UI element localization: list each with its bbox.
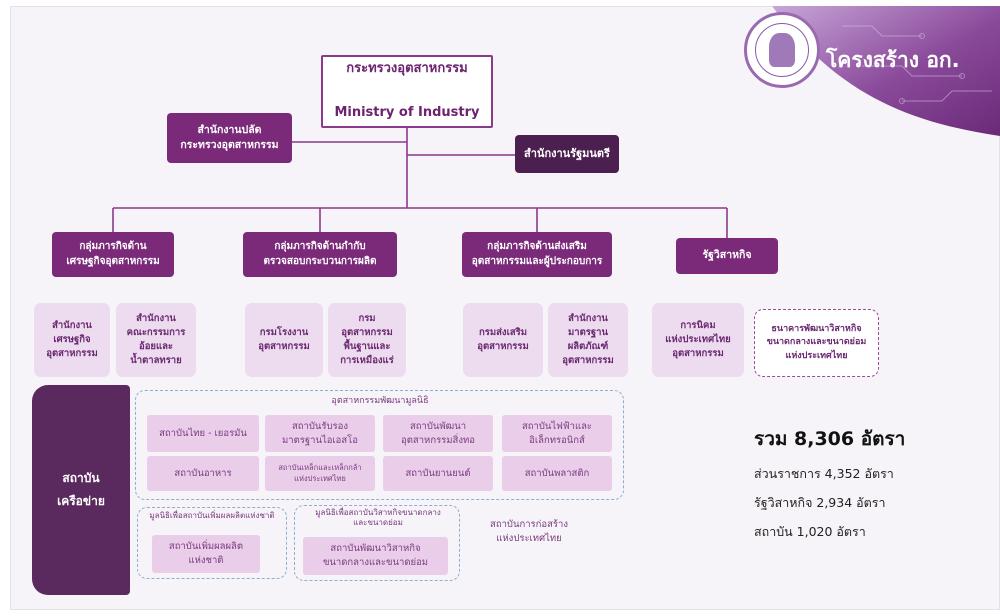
unit-promotion-dept: กรมส่งเสริม อุตสาหกรรม	[463, 303, 543, 377]
page-title: โครงสร้าง อก.	[826, 48, 960, 72]
productivity-group-title: มูลนิธิเพื่อสถาบันเพิ่มผลผลิตแห่งชาติ	[149, 511, 275, 520]
institute-electrical: สถาบันไฟฟ้าและ อิเล็กทรอนิกส์	[502, 415, 612, 452]
header-banner	[752, 6, 1000, 136]
ministry-seal	[744, 12, 820, 88]
network-institutes-label: สถาบัน เครือข่าย	[32, 385, 130, 595]
unit-factories-dept: กรมโรงงาน อุตสาหกรรม	[245, 303, 323, 377]
unit-sugar-board: สำนักงาน คณะกรรมการ อ้อยและ น้ำตาลทราย	[116, 303, 196, 377]
staff-totals: รวม 8,306 อัตรา ส่วนราชการ 4,352 อัตรา ร…	[754, 424, 905, 551]
minister-office: สำนักงานรัฐมนตรี	[515, 135, 619, 173]
institute-productivity: สถาบันเพิ่มผลผลิต แห่งชาติ	[152, 535, 260, 573]
institute-construction: สถาบันการก่อสร้าง แห่งประเทศไทย	[490, 519, 568, 544]
permanent-secretary-office: สำนักงานปลัด กระทรวงอุตสาหกรรม	[167, 113, 292, 163]
total-headline: รวม 8,306 อัตรา	[754, 428, 906, 450]
cluster-regulation: กลุ่มภารกิจด้านกำกับ ตรวจสอบกระบวนการผลิ…	[243, 232, 397, 277]
institute-textile: สถาบันพัฒนา อุตสาหกรรมสิ่งทอ	[383, 415, 493, 452]
ministry-box: กระทรวงอุตสาหกรรม Ministry of Industry	[321, 55, 493, 128]
cluster-economic: กลุ่มภารกิจด้าน เศรษฐกิจอุตสาหกรรม	[52, 232, 174, 277]
header-banner-shape	[772, 6, 1000, 136]
unit-mining-dept: กรม อุตสาหกรรม พื้นฐานและ การเหมืองแร่	[328, 303, 406, 377]
foundation-group-title: อุตสาหกรรมพัฒนามูลนิธิ	[331, 396, 429, 406]
unit-standards-office: สำนักงาน มาตรฐาน ผลิตภัณฑ์ อุตสาหกรรม	[548, 303, 628, 377]
cluster-state-enterprise: รัฐวิสาหกิจ	[676, 238, 778, 274]
foundation-group-frame	[135, 390, 624, 500]
institute-food: สถาบันอาหาร	[147, 456, 259, 491]
cluster-promotion: กลุ่มภารกิจด้านส่งเสริม อุตสาหกรรมและผู้…	[462, 232, 612, 277]
sme-group-title: มูลนิธิเพื่อสถาบันวิสาหกิจขนาดกลาง และขน…	[315, 508, 441, 528]
total-institutes: สถาบัน 1,020 อัตรา	[754, 524, 866, 539]
ministry-name-en: Ministry of Industry	[334, 104, 480, 120]
unit-sme-bank: ธนาคารพัฒนาวิสาหกิจ ขนาดกลางและขนาดย่อม …	[754, 309, 879, 377]
unit-estate-authority: การนิคม แห่งประเทศไทย อุตสาหกรรม	[652, 303, 744, 377]
institute-thai-german: สถาบันไทย - เยอรมัน	[147, 415, 259, 452]
unit-economic-office: สำนักงาน เศรษฐกิจ อุตสาหกรรม	[34, 303, 110, 377]
total-state-enterprise: รัฐวิสาหกิจ 2,934 อัตรา	[754, 495, 886, 510]
institute-sme-development: สถาบันพัฒนาวิสาหกิจ ขนาดกลางและขนาดย่อม	[303, 537, 448, 575]
sme-group-frame	[294, 505, 460, 581]
institute-iron-steel: สถาบันเหล็กและเหล็กกล้า แห่งประเทศไทย	[265, 456, 375, 491]
seal-emblem-icon	[769, 33, 795, 67]
ministry-name-th: กระทรวงอุตสาหกรรม	[346, 61, 468, 77]
institute-automotive: สถาบันยานยนต์	[383, 456, 493, 491]
seal-ring	[755, 23, 809, 77]
institute-iso: สถาบันรับรอง มาตรฐานไอเอสโอ	[265, 415, 375, 452]
institute-plastics: สถาบันพลาสติก	[502, 456, 612, 491]
productivity-group-frame	[137, 507, 287, 579]
total-government: ส่วนราชการ 4,352 อัตรา	[754, 466, 894, 481]
